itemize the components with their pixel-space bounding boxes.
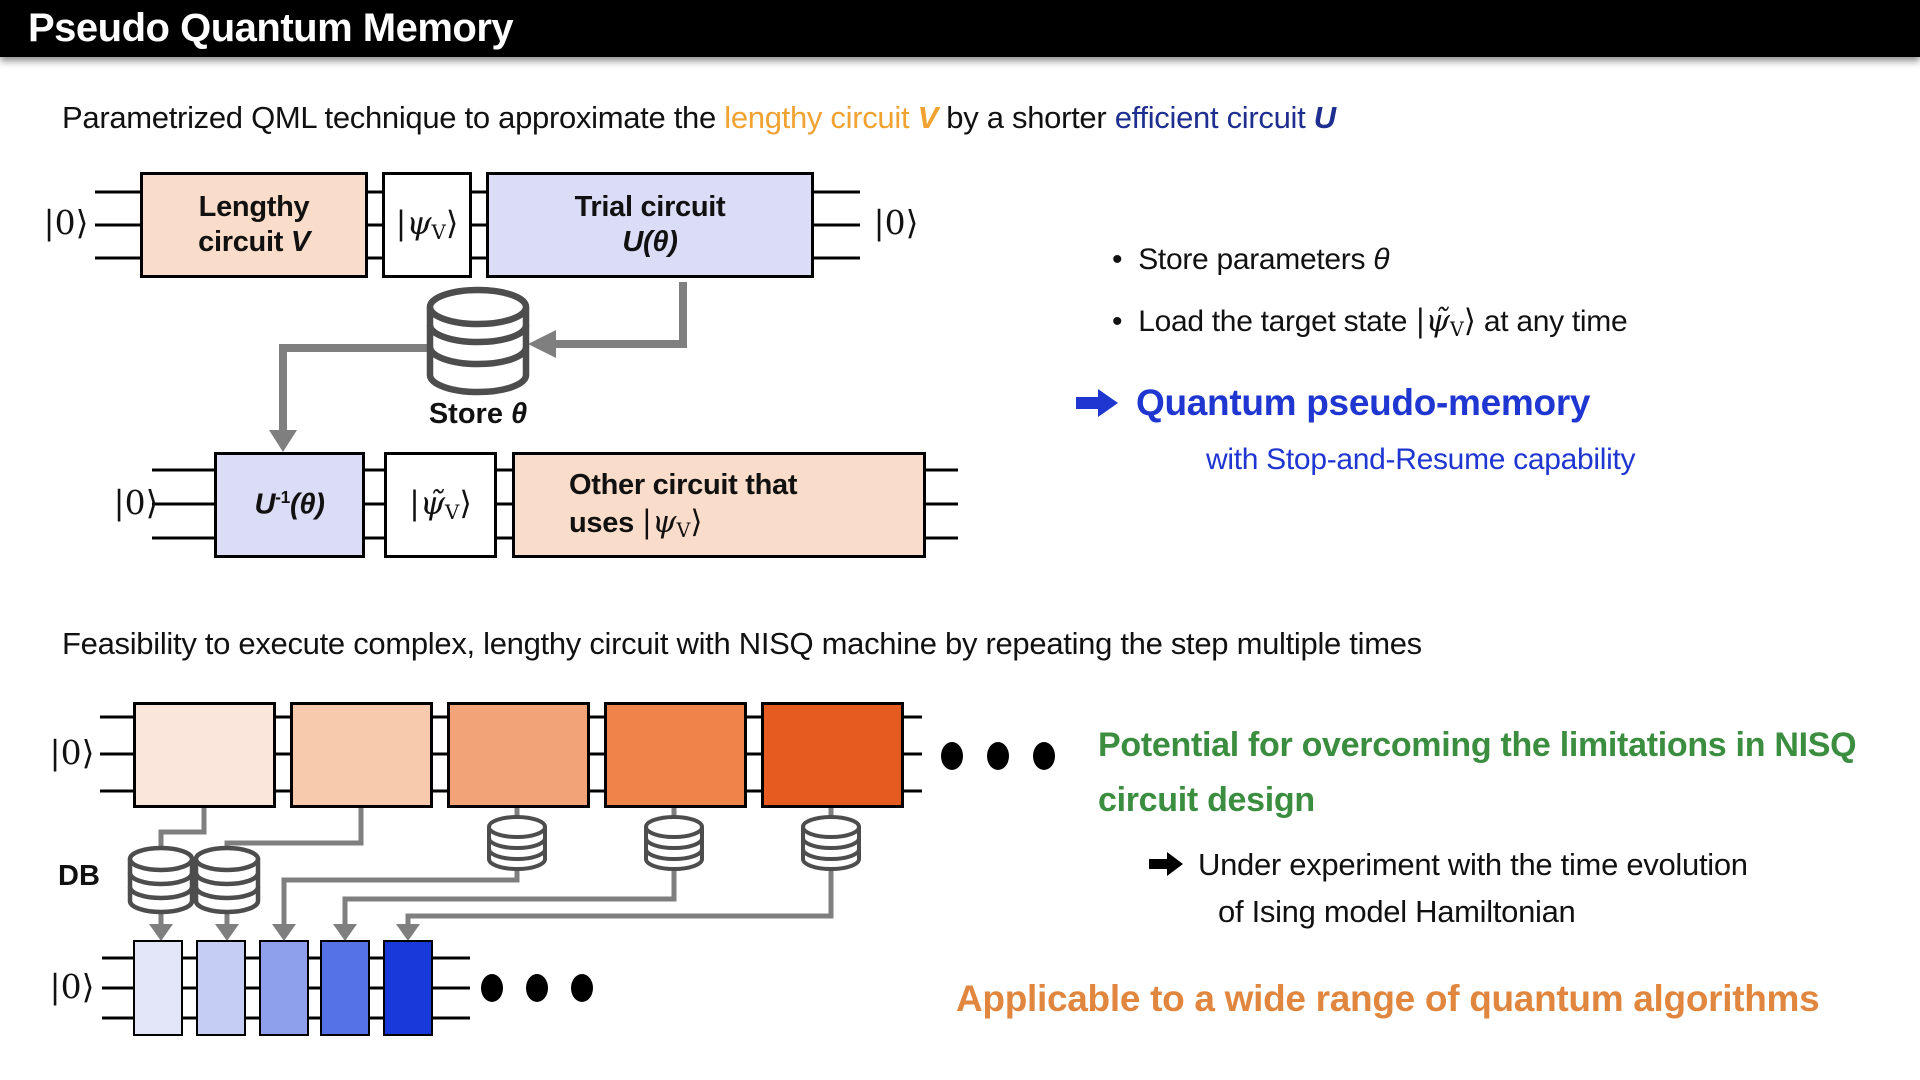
psi-state-label: |ψV⟩ [395,204,459,245]
database-icon-small-1 [127,845,195,915]
database-icon-small-5 [801,815,861,871]
under-experiment-block: Under experiment with the time evolution… [1148,842,1748,935]
bullet-dot: • [1112,243,1123,276]
right-arrow-icon [1076,389,1118,417]
other-circuit-line2: uses |ψV⟩ [569,503,703,542]
ket-zero-label: |0⟩ [43,203,89,242]
subtitle-part2: by a shorter [937,100,1115,135]
store-arrowhead [528,330,556,358]
memory-step-box-4 [320,940,370,1036]
psi-state-box: |ψV⟩ [382,172,472,278]
database-icon-small-2 [193,845,261,915]
memory-step-box-3 [259,940,309,1036]
other-circuit-line1: Other circuit that [569,469,798,502]
lengthy-step-box-2 [290,702,433,808]
lengthy-step-box-5 [761,702,904,808]
nisq-row-ellipsis [941,742,1055,770]
ket-zero-label-nisq: |0⟩ [49,733,95,772]
u-inverse-label: U-1(θ) [254,486,325,521]
memory-row-ellipsis [481,974,593,1002]
subtitle-var-u: U [1313,100,1336,135]
subtitle: Parametrized QML technique to approximat… [62,100,1336,136]
db-label: DB [58,860,100,892]
psi-tilde-state-box: |ψ̃V⟩ [384,452,497,558]
memory-step-box-1 [133,940,183,1036]
potential-heading: Potential for overcoming the limitations… [1098,726,1857,820]
feasibility-text: Feasibility to execute complex, lengthy … [62,626,1422,661]
memory-step-box-2 [196,940,246,1036]
applicable-text: Applicable to a wide range of quantum al… [956,978,1820,1019]
psi-tilde-state-label: |ψ̃V⟩ [409,484,472,525]
bullet-dot: • [1112,305,1123,338]
database-icon-small-3 [487,815,547,871]
subtitle-lengthy-circuit: lengthy circuit [724,100,918,135]
lengthy-circuit-box: Lengthy circuit V [140,172,368,278]
bullet-load-text: Load the target state |ψ̃V⟩ at any time [1138,303,1628,341]
ket-zero-label-right: |0⟩ [873,203,919,242]
store-arrow [556,282,687,348]
trial-circuit-line2: U(θ) [622,226,678,258]
quantum-pseudo-memory-heading: Quantum pseudo-memory [1074,382,1591,424]
store-theta-label: Store θ [428,398,528,430]
bullet-store-text: Store parameters θ [1138,243,1390,276]
db-arrowheads [149,924,420,941]
ket-zero-label-row2: |0⟩ [113,483,159,522]
lengthy-step-box-4 [604,702,747,808]
db-connectors [158,808,834,924]
database-icon-small-4 [644,815,704,871]
trial-circuit-box: Trial circuit U(θ) [486,172,814,278]
lengthy-circuit-line1: Lengthy [198,190,310,223]
ket-zero-label-memory: |0⟩ [49,967,95,1006]
load-arrowhead [269,430,297,452]
under-experiment-text: Under experiment with the time evolution… [1198,842,1748,935]
right-arrow-icon-black [1149,852,1183,876]
subtitle-part1: Parametrized QML technique to approximat… [62,100,725,135]
page-title: Pseudo Quantum Memory [28,6,514,50]
title-bar: Pseudo Quantum Memory [0,0,1920,57]
u-inverse-box: U-1(θ) [214,452,365,558]
other-circuit-box: Other circuit that uses |ψV⟩ [512,452,926,558]
stop-and-resume-text: with Stop-and-Resume capability [1206,443,1636,476]
trial-circuit-line1: Trial circuit [574,190,726,223]
subtitle-var-v: V [917,100,939,135]
under-experiment-line1: Under experiment with the time evolution [1198,847,1748,882]
under-experiment-line2: of Ising model Hamiltonian [1218,893,1576,929]
lengthy-step-box-3 [447,702,590,808]
lengthy-step-box-1 [133,702,276,808]
bullet-store-parameters: • Store parameters θ [1112,243,1390,277]
quantum-pseudo-memory-text: Quantum pseudo-memory [1136,382,1591,423]
database-icon [426,286,530,396]
lengthy-circuit-line2: circuit V [198,226,310,258]
bullet-load-state: • Load the target state |ψ̃V⟩ at any tim… [1112,303,1628,341]
memory-step-box-5 [383,940,433,1036]
subtitle-efficient-circuit: efficient circuit [1114,100,1314,135]
